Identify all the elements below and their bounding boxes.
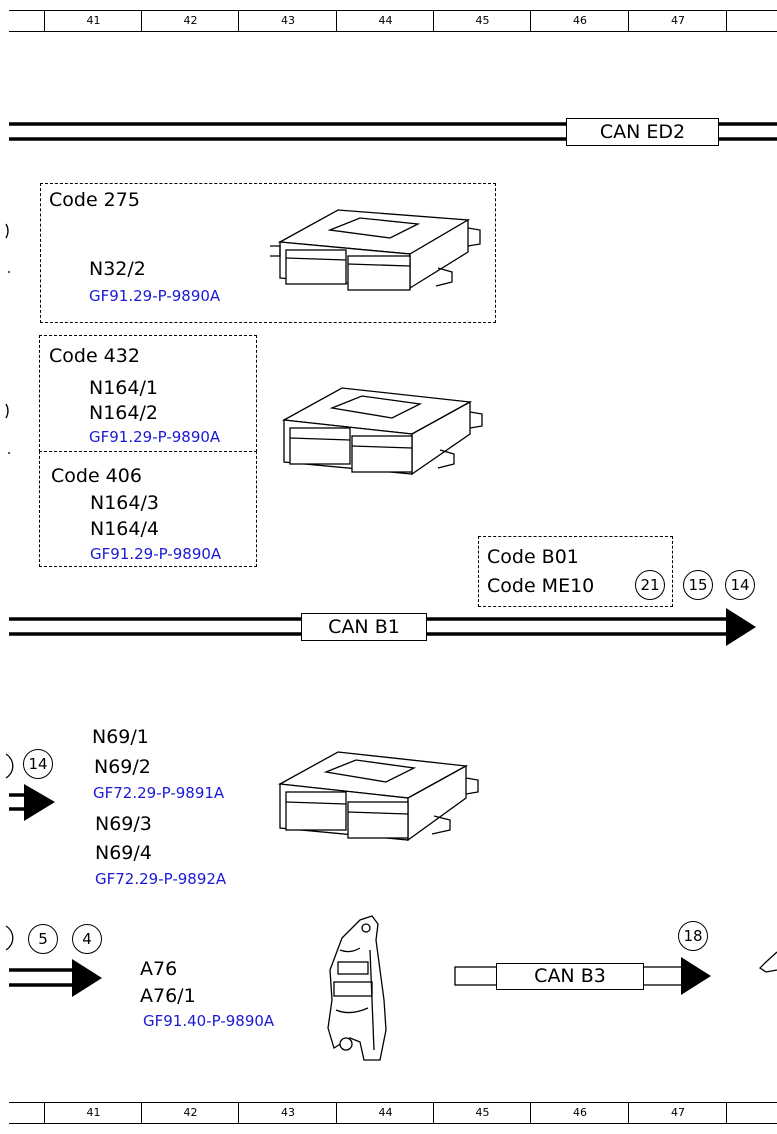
connector-ref-18[interactable]: 18 xyxy=(678,921,708,951)
ruler-cell-end xyxy=(726,11,777,31)
ruler-cell-41: 41 xyxy=(44,1103,142,1123)
code-b01-frame xyxy=(478,536,673,607)
connector-ref-5[interactable]: 5 xyxy=(28,924,58,954)
ref-code-406[interactable]: GF91.29-P-9890A xyxy=(90,545,222,563)
ruler-cell-47: 47 xyxy=(628,11,727,31)
part-a76-1: A76/1 xyxy=(140,985,196,1007)
ruler-cell-44: 44 xyxy=(336,1103,434,1123)
connector-ref-14[interactable]: 14 xyxy=(725,570,755,600)
control-unit-drawing-n164 xyxy=(281,387,483,476)
n69-input-arrow xyxy=(9,784,55,821)
code-406-label: Code 406 xyxy=(51,465,142,487)
a76-input-arrow xyxy=(9,959,102,997)
part-n69-2: N69/2 xyxy=(94,756,151,778)
part-n164-3: N164/3 xyxy=(90,492,159,514)
ruler-cell-41: 41 xyxy=(44,11,142,31)
ruler-cell-47: 47 xyxy=(628,1103,727,1123)
code-b01-label: Code B01 xyxy=(487,546,579,568)
connector-ref-14-left[interactable]: 14 xyxy=(23,749,53,779)
code-275-frame xyxy=(40,183,496,323)
code-275-label: Code 275 xyxy=(49,189,140,211)
column-ruler-top: 41 42 43 44 45 46 47 xyxy=(9,10,777,32)
ruler-cell-46: 46 xyxy=(530,11,629,31)
ruler-cell-45: 45 xyxy=(433,11,531,31)
control-unit-drawing-n32 xyxy=(270,209,481,291)
code-me10-label: Code ME10 xyxy=(487,575,595,597)
code-432-label: Code 432 xyxy=(49,345,140,367)
ref-code-275[interactable]: GF91.29-P-9890A xyxy=(89,287,221,305)
part-n164-2: N164/2 xyxy=(89,402,158,424)
ref-a76[interactable]: GF91.40-P-9890A xyxy=(143,1012,275,1030)
can-b3-label: CAN B3 xyxy=(496,963,644,990)
can-b1-label: CAN B1 xyxy=(301,613,427,641)
control-unit-drawing-n69 xyxy=(277,751,479,842)
ref-code-432[interactable]: GF91.29-P-9890A xyxy=(89,428,221,446)
can-ed2-label: CAN ED2 xyxy=(566,118,719,146)
ref-n69-b[interactable]: GF72.29-P-9892A xyxy=(95,870,227,888)
connector-ref-4[interactable]: 4 xyxy=(72,924,102,954)
part-n164-4: N164/4 xyxy=(90,518,159,540)
ruler-cell-43: 43 xyxy=(238,1103,337,1123)
ruler-cell-45: 45 xyxy=(433,1103,531,1123)
ruler-cell-end xyxy=(726,1103,777,1123)
column-ruler-bottom: 41 42 43 44 45 46 47 xyxy=(9,1102,777,1124)
part-a76: A76 xyxy=(140,958,178,980)
ref-n69-a[interactable]: GF72.29-P-9891A xyxy=(93,784,225,802)
tensioner-unit-drawing-a76 xyxy=(327,915,387,1061)
clipped-edge-marks xyxy=(5,223,10,454)
part-n32-2: N32/2 xyxy=(89,258,146,280)
connector-ref-21[interactable]: 21 xyxy=(635,570,665,600)
ruler-cell-42: 42 xyxy=(141,1103,239,1123)
connector-ref-15[interactable]: 15 xyxy=(683,570,713,600)
part-n164-1: N164/1 xyxy=(89,377,158,399)
ruler-cell-46: 46 xyxy=(530,1103,629,1123)
part-n69-1: N69/1 xyxy=(92,726,149,748)
clipped-circle-left xyxy=(5,753,14,951)
ruler-cell-42: 42 xyxy=(141,11,239,31)
code-406-frame xyxy=(39,451,257,567)
ruler-cell-43: 43 xyxy=(238,11,337,31)
part-n69-4: N69/4 xyxy=(95,842,152,864)
part-n69-3: N69/3 xyxy=(95,813,152,835)
ruler-cell-44: 44 xyxy=(336,11,434,31)
